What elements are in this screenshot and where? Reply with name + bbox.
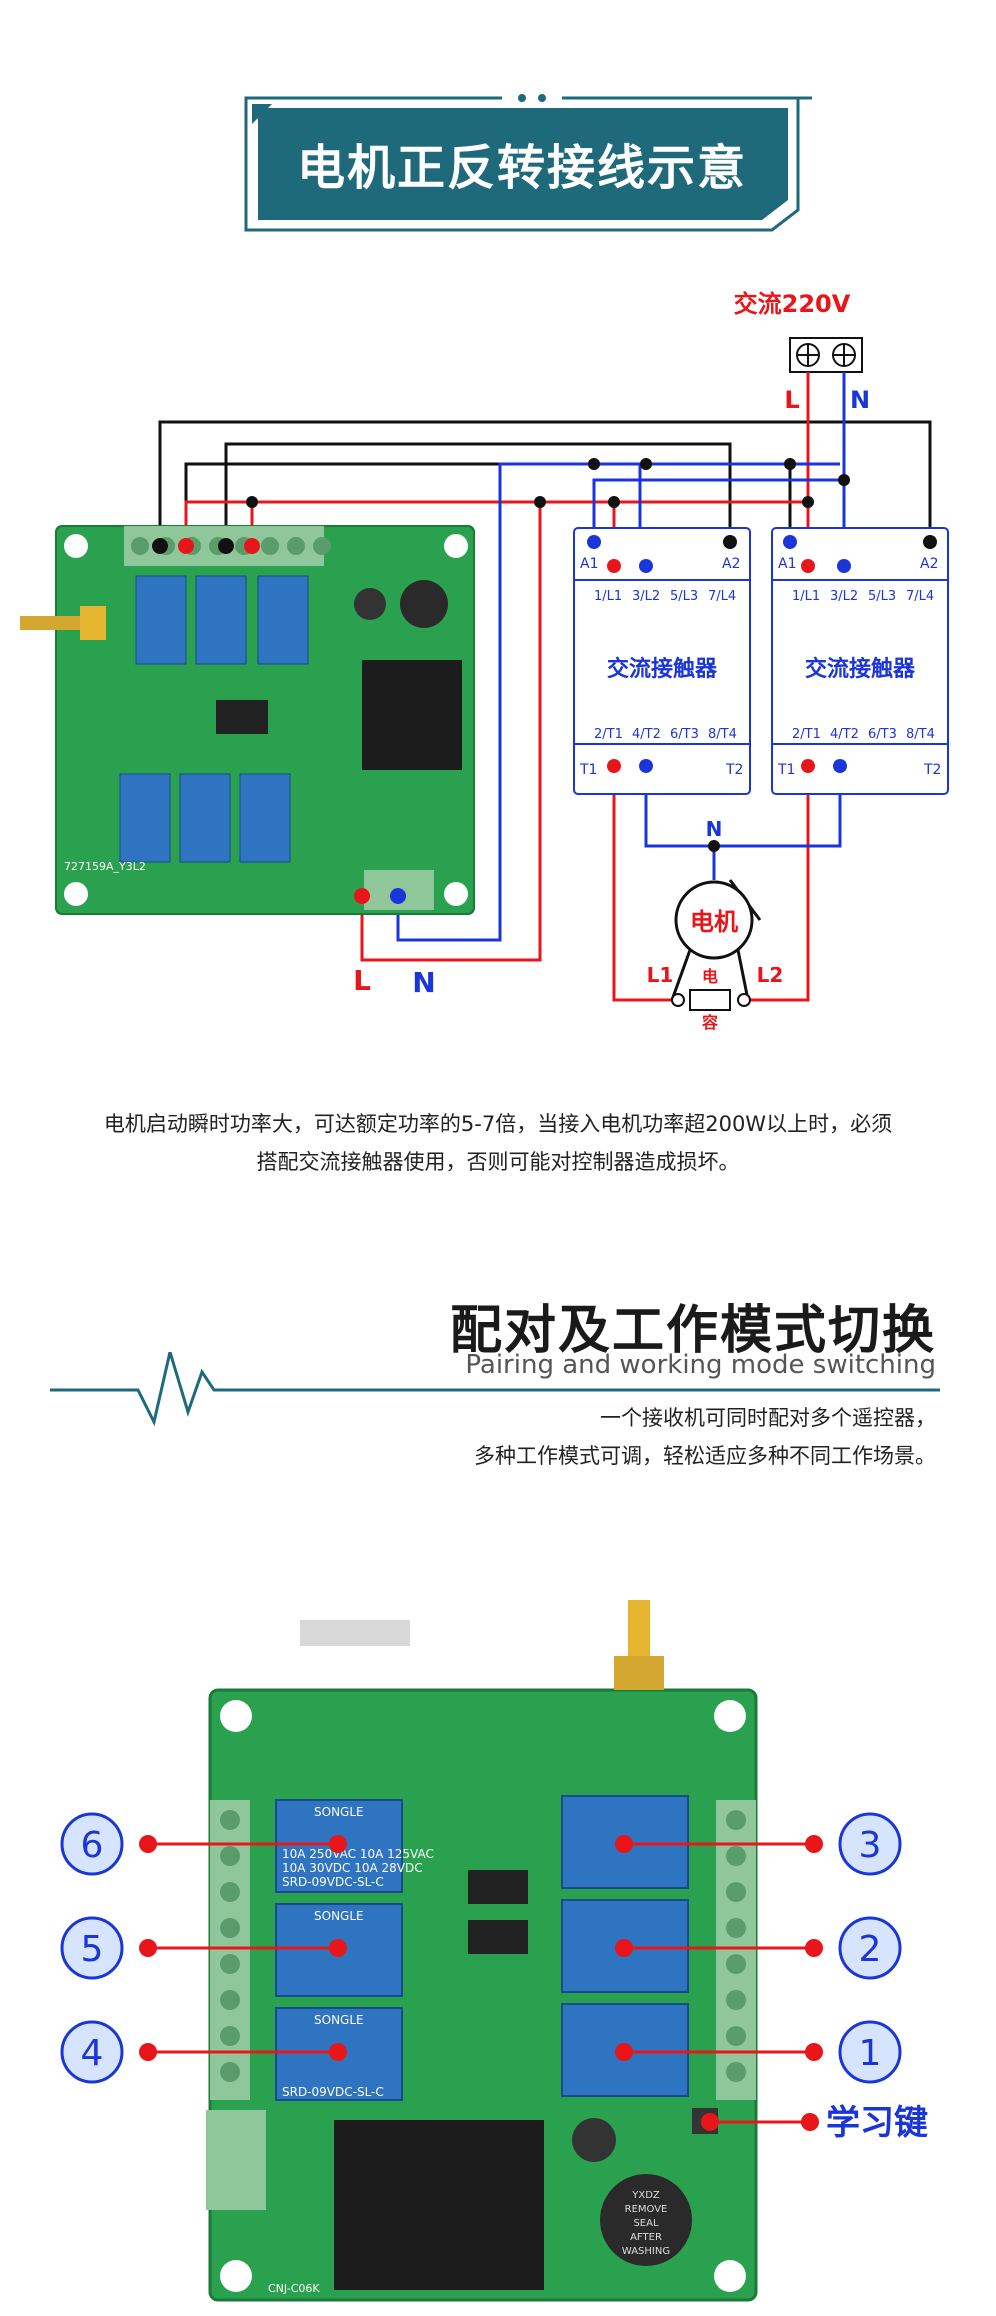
note-line-2: 搭配交流接触器使用，否则可能对控制器造成损坏。	[256, 1150, 740, 1174]
svg-text:2/T1: 2/T1	[792, 727, 821, 742]
contactor-1-name: 交流接触器	[607, 656, 718, 682]
motor-L2-label: L2	[757, 963, 784, 987]
section-description-2: 多种工作模式可调，轻松适应多种不同工作场景。	[474, 1444, 936, 1468]
section-description-1: 一个接收机可同时配对多个遥控器，	[600, 1406, 936, 1430]
buzzer-text-5: WASHING	[622, 2246, 670, 2257]
pcb-model: 727159A_Y3L2	[254, 1674, 336, 1687]
relay-spec-4: SRD-09VDC-SL-C	[282, 2085, 384, 2099]
power-label: 交流220V	[734, 290, 851, 318]
contactor-1-bottom-terminals: 2/T1 4/T2 6/T3 8/T4	[594, 727, 737, 742]
capacitor-label-1: 电	[702, 967, 718, 986]
board-model-label: 727159A_Y3L2	[64, 860, 146, 873]
pcb-vcc: VCC	[364, 1650, 387, 1663]
buzzer-text-3: SEAL	[633, 2218, 659, 2229]
contactor-2-bottom-terminals: 2/T1 4/T2 6/T3 8/T4	[792, 727, 935, 742]
contactor-1: A1 A2 交流接触器 T1 T2 1/L1 3/L2 5/L3 7/L4 2/…	[573, 527, 751, 795]
svg-text:7/L4: 7/L4	[708, 589, 736, 604]
board-callout-diagram: SONGLE 10A 250VAC 10A 125VAC 10A 30VDC 1…	[60, 1600, 928, 2302]
power-L-label: L	[784, 386, 799, 414]
relay-row-bottom	[119, 773, 291, 863]
svg-text:4/T2: 4/T2	[632, 727, 661, 742]
relay-spec-1: 10A 250VAC 10A 125VAC	[282, 1847, 434, 1861]
svg-text:4/T2: 4/T2	[830, 727, 859, 742]
pcb-gnd: GND	[300, 1650, 325, 1663]
svg-text:5/L3: 5/L3	[670, 589, 698, 604]
pcb-dat: DAT	[334, 1650, 356, 1663]
svg-text:1/L1: 1/L1	[792, 589, 820, 604]
section-title: 配对及工作模式切换	[449, 1301, 936, 1361]
svg-text:8/T4: 8/T4	[708, 727, 737, 742]
capacitor-label-2: 容	[701, 1013, 718, 1032]
buzzer-text-4: AFTER	[630, 2232, 662, 2243]
motor-L1-label: L1	[647, 963, 674, 987]
receiver-board-large: SONGLE 10A 250VAC 10A 125VAC 10A 30VDC 1…	[206, 1600, 758, 2302]
board-N-label: N	[412, 966, 435, 999]
buzzer-text-1: YXDZ	[631, 2190, 660, 2201]
svg-text:8/T4: 8/T4	[906, 727, 935, 742]
section-subtitle: Pairing and working mode switching	[465, 1350, 936, 1380]
note-line-1: 电机启动瞬时功率大，可达额定功率的5-7倍，当接入电机功率超200W以上时，必须	[103, 1112, 893, 1136]
contactor-1-A2: A2	[722, 556, 740, 572]
contactor-2-A1: A1	[778, 556, 796, 572]
svg-text:7/L4: 7/L4	[906, 589, 934, 604]
neutral-label: N	[706, 817, 723, 841]
terminal-screw-icon	[796, 343, 856, 367]
callout-1: 1	[859, 2033, 882, 2074]
relay-spec-3: SRD-09VDC-SL-C	[282, 1875, 384, 1889]
power-N-label: N	[850, 386, 870, 414]
svg-text:2/T1: 2/T1	[594, 727, 623, 742]
title-banner	[244, 94, 812, 232]
callout-5: 5	[81, 1929, 104, 1970]
contactor-1-T2: T2	[725, 762, 743, 778]
learn-key-label: 学习键	[826, 2103, 928, 2143]
relay-left	[275, 1799, 403, 2101]
section-divider	[50, 1352, 940, 1427]
svg-text:3/L2: 3/L2	[632, 589, 660, 604]
svg-text:6/T3: 6/T3	[868, 727, 897, 742]
relay-brand-2: SONGLE	[314, 1909, 364, 1923]
contactor-2: A1 A2 交流接触器 T1 T2 1/L1 3/L2 5/L3 7/L4 2/…	[771, 527, 949, 795]
callout-3: 3	[859, 1825, 882, 1866]
contactor-2-A2: A2	[920, 556, 938, 572]
svg-text:3/L2: 3/L2	[830, 589, 858, 604]
callout-4: 4	[81, 2033, 104, 2074]
svg-text:5/L3: 5/L3	[868, 589, 896, 604]
motor-label: 电机	[690, 908, 738, 936]
contactor-1-A1: A1	[580, 556, 598, 572]
wiring-diagram: 交流220V L N	[20, 290, 949, 1032]
contactor-1-T1: T1	[579, 762, 597, 778]
callout-6: 6	[81, 1825, 104, 1866]
svg-text:1/L1: 1/L1	[594, 589, 622, 604]
contactor-2-top-terminals: 1/L1 3/L2 5/L3 7/L4	[792, 589, 934, 604]
callout-left	[60, 1812, 124, 2084]
receiver-board: 727159A_Y3L2	[20, 525, 475, 915]
board-L-label: L	[353, 964, 371, 997]
buzzer-text-2: REMOVE	[625, 2204, 668, 2215]
contactor-2-T2: T2	[923, 762, 941, 778]
svg-text:6/T3: 6/T3	[670, 727, 699, 742]
contactor-1-top-terminals: 1/L1 3/L2 5/L3 7/L4	[594, 589, 736, 604]
contactor-2-T1: T1	[777, 762, 795, 778]
capacitor-icon	[689, 989, 731, 1011]
callout-right	[838, 1812, 902, 2084]
relay-brand-3: SONGLE	[314, 2013, 364, 2027]
page-title: 电机正反转接线示意	[296, 140, 747, 196]
relay-brand-1: SONGLE	[314, 1805, 364, 1819]
callout-2: 2	[859, 1929, 882, 1970]
relay-row-top	[135, 575, 309, 665]
contactor-2-name: 交流接触器	[805, 656, 916, 682]
relay-spec-2: 10A 30VDC 10A 28VDC	[282, 1861, 423, 1875]
pcb-code: CNJ-C06K	[268, 2282, 320, 2295]
motor-icon	[674, 880, 754, 960]
